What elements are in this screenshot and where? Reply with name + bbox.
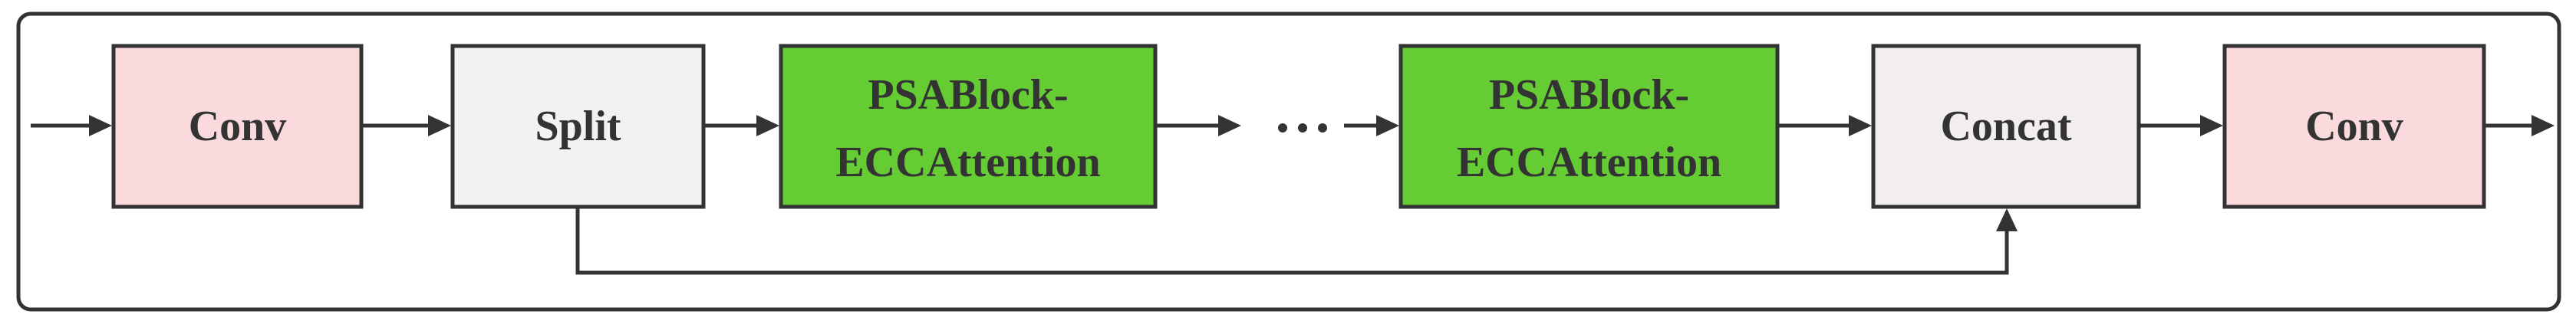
node-psablock-1-box	[779, 44, 1158, 209]
node-psablock-1: PSABlock- ECCAttention	[779, 44, 1158, 209]
node-concat: Concat	[1871, 44, 2141, 209]
outer-container	[16, 11, 2561, 312]
node-conv-1-label: Conv	[189, 103, 287, 150]
arrowhead-split-psablock-1	[756, 115, 779, 136]
arrowhead-split-concat-skip	[1996, 208, 2018, 231]
edge-split-concat-skip	[575, 207, 2009, 275]
arrowhead-conv-2-output	[2532, 115, 2555, 136]
node-psablock-1-label-line-1: PSABlock-	[868, 71, 1068, 119]
ellipsis-dot	[1298, 123, 1307, 133]
node-split: Split	[450, 44, 706, 209]
node-split-label: Split	[535, 103, 621, 150]
node-psablock-2-label-line-2: ECCAttention	[1457, 139, 1721, 186]
node-conv-2-label: Conv	[2305, 103, 2403, 150]
arrowhead-ellipsis-psablock-2	[1376, 115, 1399, 136]
node-concat-label: Concat	[1940, 103, 2071, 150]
node-conv-2: Conv	[2222, 44, 2486, 209]
node-conv-1: Conv	[111, 44, 364, 209]
arrowhead-conv-1-split	[428, 115, 451, 136]
node-psablock-2-box	[1398, 44, 1780, 209]
arrowhead-concat-conv-2	[2200, 115, 2223, 136]
connectors	[31, 115, 2555, 275]
node-conv-1-box	[111, 44, 364, 209]
ellipsis-dot	[1278, 123, 1287, 133]
node-psablock-2: PSABlock- ECCAttention	[1398, 44, 1780, 209]
arrowhead-psablock-1-ellipsis	[1218, 115, 1241, 136]
nodes: Conv Split PSABlock- ECCAttention PSABlo…	[111, 44, 2486, 209]
arrowhead-psablock-2-concat	[1849, 115, 1872, 136]
ellipsis	[1278, 123, 1327, 133]
node-psablock-1-label-line-2: ECCAttention	[835, 139, 1100, 186]
node-psablock-2-label-line-1: PSABlock-	[1489, 71, 1689, 119]
node-concat-box	[1871, 44, 2141, 209]
ellipsis-dot	[1318, 123, 1327, 133]
node-split-box	[450, 44, 706, 209]
arrowhead-input-conv-1	[89, 115, 112, 136]
node-conv-2-box	[2222, 44, 2486, 209]
